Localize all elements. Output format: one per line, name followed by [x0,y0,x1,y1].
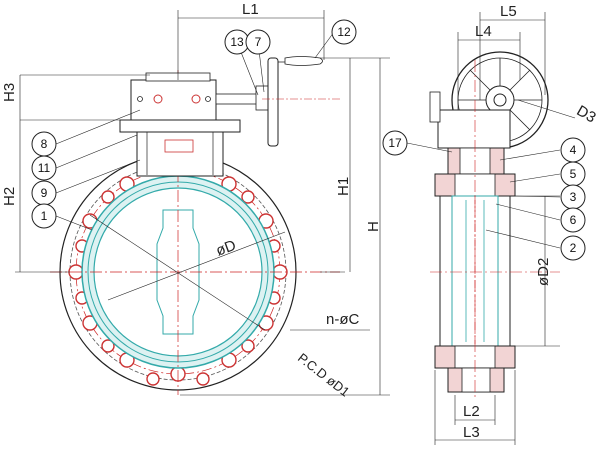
callout-1 [31,203,57,229]
callout-numbers: 8 11 9 1 13 7 12 17 4 5 3 6 2 [38,25,577,255]
callout-text-6: 6 [570,213,577,227]
callout-text-11: 11 [38,161,51,175]
callout-text-5: 5 [570,167,577,181]
callout-2 [560,235,586,261]
callout-text-4: 4 [570,143,577,157]
dim-D: øD [214,237,239,260]
callout-text-12: 12 [337,25,351,39]
side-view [429,51,560,400]
callout-text-13: 13 [230,35,244,49]
dim-H1: H1 [335,177,352,196]
dim-L4: L4 [475,23,492,40]
handwheel-side [267,57,279,147]
callout-text-1: 1 [41,209,48,223]
dim-L5: L5 [500,3,517,20]
callout-11 [31,155,57,181]
dim-H3: H3 [1,83,18,102]
disc-profile [156,209,200,335]
callout-text-8: 8 [41,137,48,151]
leader-diag-2 [107,231,286,301]
dim-H: H [365,221,382,232]
dim-L2: L2 [463,403,480,420]
dim-D2: øD2 [535,258,552,286]
front-dimensions [15,10,390,396]
callout-17 [382,130,408,156]
top-plate [119,119,241,133]
dim-L3: L3 [463,424,480,441]
callout-text-7: 7 [255,35,262,49]
dim-H2: H2 [1,187,18,206]
handle [284,56,323,66]
dim-L1: L1 [242,1,259,18]
dim-D3: D3 [574,102,599,126]
callout-7 [245,29,271,55]
side-dimensions [434,12,576,445]
neck [136,129,224,177]
callout-12 [331,19,357,45]
gearbox-side [437,109,511,149]
dim-nC: n-øC [326,311,360,328]
callout-text-17: 17 [388,136,402,150]
callout-text-3: 3 [570,190,577,204]
callout-text-2: 2 [570,241,577,255]
leader-diag-1 [89,214,266,331]
gearbox [130,79,217,121]
dim-D1: P.C.D øD1 [295,350,352,399]
front-view [50,56,340,395]
callout-bubbles [31,19,586,261]
callout-6 [560,207,586,233]
callout-text-9: 9 [41,186,48,200]
